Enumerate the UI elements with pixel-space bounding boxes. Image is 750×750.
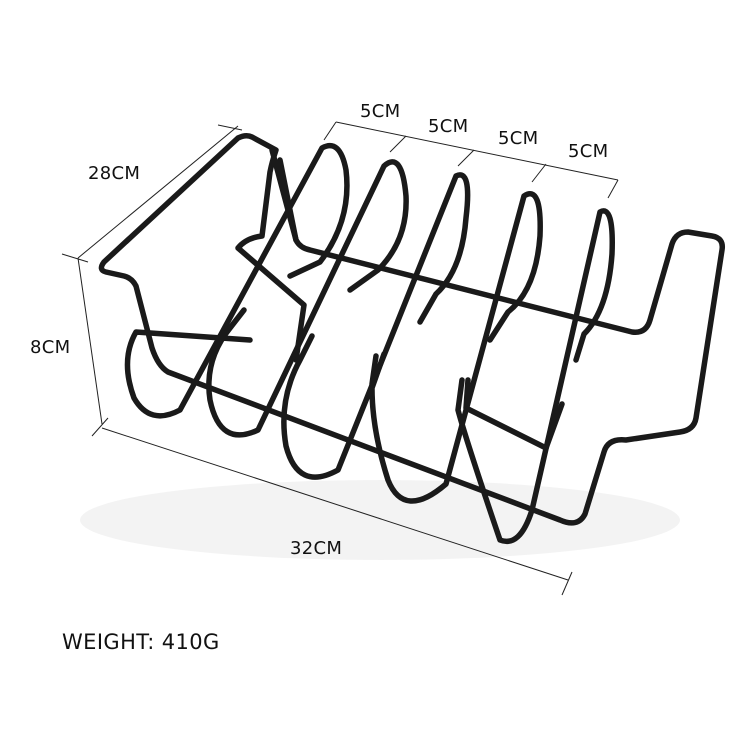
spacing-tick-1 — [323, 121, 337, 141]
hook-front-3 — [369, 353, 379, 387]
rib-hoops — [124, 142, 615, 545]
depth-tick-end — [217, 124, 243, 131]
hook-front-4 — [463, 377, 565, 451]
floor-shadow — [80, 480, 680, 560]
height-label: 8CM — [30, 337, 71, 358]
spacing-label-2: 5CM — [428, 116, 469, 137]
length-dimension-line — [101, 427, 569, 581]
length-label: 32CM — [290, 538, 343, 559]
rib-hoop-1 — [124, 142, 350, 419]
rib-hoop-3 — [281, 172, 471, 480]
rack-frame — [98, 132, 726, 526]
spacing-label-1: 5CM — [360, 101, 401, 122]
outer-frame-wire — [98, 132, 726, 526]
back-left-post — [269, 147, 299, 243]
spacing-tick-2 — [389, 135, 407, 153]
spacing-label-4: 5CM — [568, 141, 609, 162]
spacing-tick-5 — [607, 179, 619, 199]
spacing-tick-4 — [531, 163, 547, 183]
height-tick-end — [91, 417, 109, 437]
spacing-dimension-line — [335, 121, 619, 181]
spacing-tick-3 — [457, 149, 475, 167]
rib-hoop-2 — [206, 159, 409, 438]
depth-dimension-line — [77, 125, 239, 259]
height-dimension-line — [77, 257, 103, 425]
rib-hoop-4 — [369, 191, 543, 504]
dimension-lines — [61, 121, 619, 596]
length-tick-end — [561, 571, 573, 596]
depth-tick-start — [61, 253, 89, 263]
rib-hoop-5 — [455, 208, 615, 545]
depth-label: 28CM — [88, 163, 141, 184]
spacing-label-3: 5CM — [498, 128, 539, 149]
weight-label: WEIGHT: 410G — [62, 630, 220, 654]
